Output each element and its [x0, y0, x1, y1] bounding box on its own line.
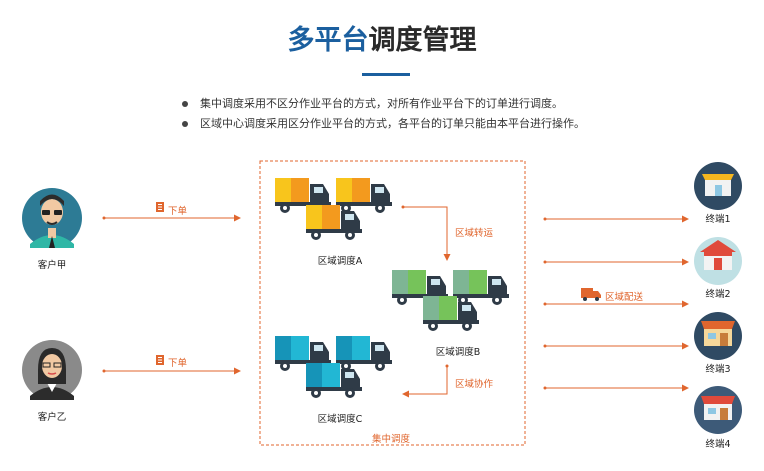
- transfer-label: 区域转运: [455, 228, 494, 239]
- terminal-4-icon: [694, 386, 742, 434]
- terminal-1-label: 终端1: [705, 214, 731, 225]
- customer-2-avatar: [22, 340, 82, 400]
- region-a-trucks: [275, 178, 392, 240]
- terminal-3-label: 终端3: [705, 364, 731, 375]
- title-rest: 调度管理: [368, 25, 477, 56]
- terminal-2-icon: [694, 237, 742, 285]
- transfer-arrow: [403, 206, 451, 261]
- delivery-label: 区域配送: [605, 292, 644, 303]
- title-underline: [362, 73, 410, 76]
- bullet-2: 区域中心调度采用区分作业平台的方式，各平台的订单只能由本平台进行操作。: [182, 114, 585, 134]
- central-dispatch-label: 集中调度: [372, 434, 411, 445]
- customer-2-label: 客户乙: [37, 412, 67, 423]
- terminal-1-icon: [694, 162, 742, 210]
- page-title: 多平台调度管理: [0, 18, 764, 57]
- terminal-4-label: 终端4: [705, 439, 731, 450]
- order-label-2: 下单: [168, 358, 188, 369]
- terminal-2-label: 终端2: [705, 289, 731, 300]
- delivery-truck-icon: [581, 288, 601, 301]
- customer-1-avatar: [22, 188, 82, 248]
- terminal-3-icon: [694, 312, 742, 360]
- region-b-trucks: [392, 270, 509, 331]
- order-label-1: 下单: [168, 206, 188, 217]
- region-b-label: 区域调度B: [435, 347, 481, 358]
- region-c-trucks: [275, 336, 392, 398]
- collab-arrow: [402, 366, 448, 398]
- region-a-label: 区域调度A: [317, 256, 363, 267]
- bullet-1: 集中调度采用不区分作业平台的方式，对所有作业平台下的订单进行调度。: [182, 94, 585, 114]
- order-doc-icon-1: [156, 202, 164, 212]
- title-highlight: 多平台: [287, 25, 369, 56]
- order-doc-icon-2: [156, 355, 164, 365]
- description-list: 集中调度采用不区分作业平台的方式，对所有作业平台下的订单进行调度。 区域中心调度…: [182, 94, 585, 134]
- customer-1-label: 客户甲: [37, 260, 67, 271]
- central-dispatch-box: [259, 160, 526, 446]
- region-c-label: 区域调度C: [317, 414, 363, 425]
- collab-label: 区域协作: [455, 379, 494, 390]
